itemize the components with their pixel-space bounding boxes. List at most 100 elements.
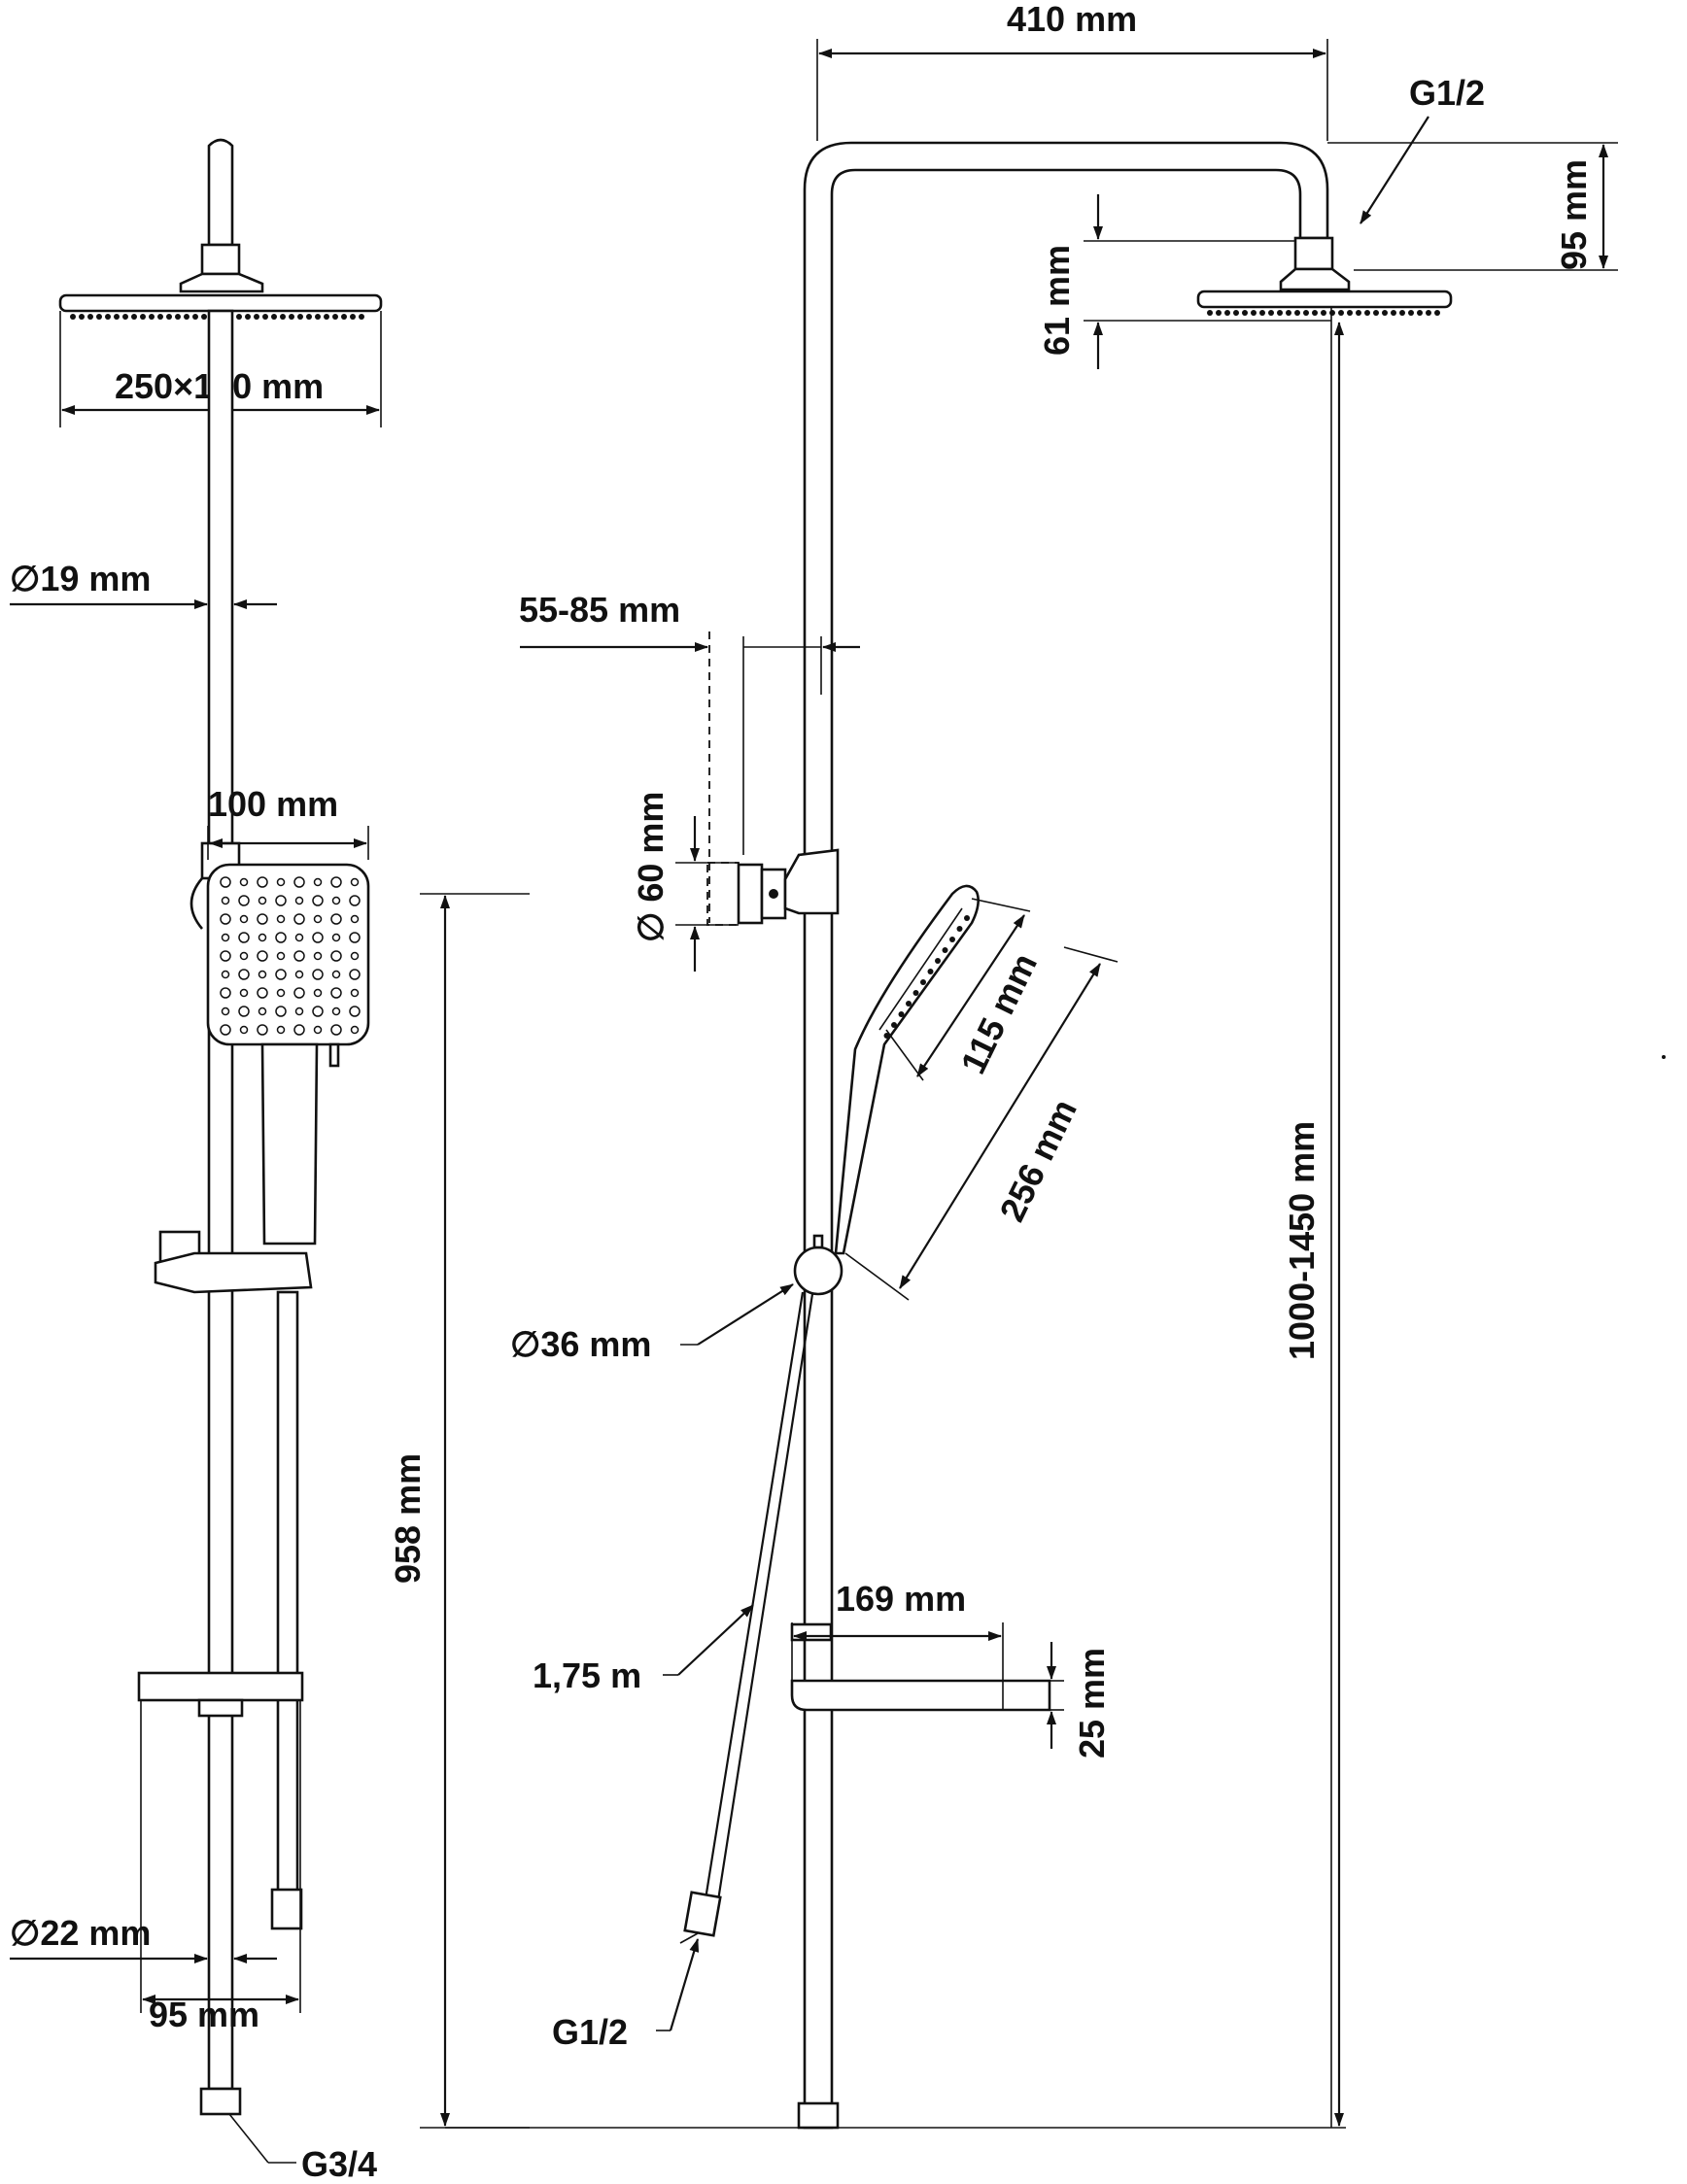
overall-width-label: 410 mm: [1007, 0, 1137, 39]
nozzle-dot: [315, 314, 321, 320]
nozzle-dot: [1347, 310, 1353, 316]
hand-nozzle: [294, 1007, 304, 1016]
nozzle-dot: [149, 314, 155, 320]
rail-diameter-label: ∅19 mm: [10, 559, 151, 598]
hand-nozzle: [238, 895, 250, 906]
side-view: 410 mm G1/2 95 mm 61 mm 1000-1450 mm 55-…: [445, 0, 1618, 2130]
hand-nozzle: [221, 1007, 230, 1016]
pipe-diameter-label: ∅22 mm: [10, 1913, 151, 1953]
hand-width-label: 100 mm: [208, 784, 338, 824]
nozzle-dot: [175, 314, 181, 320]
nozzle-dot: [96, 314, 102, 320]
hand-nozzle: [258, 970, 267, 979]
nozzle-dot: [1338, 310, 1344, 316]
nozzle-dot: [262, 314, 268, 320]
front-shelf: [137, 1671, 304, 1702]
nozzle-dot: [359, 314, 364, 320]
wall-bracket-base: [706, 862, 740, 926]
hand-nozzle: [258, 896, 267, 905]
nozzle-dot: [297, 314, 303, 320]
side-hand-nozzle: [956, 926, 963, 932]
nozzle-dot: [1373, 310, 1379, 316]
bottom-connection-label: G3/4: [301, 2144, 377, 2184]
hand-nozzle: [238, 969, 250, 980]
hand-nozzle: [220, 950, 231, 962]
front-slider: [154, 1251, 313, 1294]
nozzle-dot: [1321, 310, 1326, 316]
nozzle-dot: [236, 314, 242, 320]
side-diverter-knob: [793, 1246, 844, 1296]
nozzle-dot: [1391, 310, 1396, 316]
front-nut: [200, 243, 241, 276]
hand-nozzle: [349, 895, 361, 906]
nozzle-dot: [1434, 310, 1440, 316]
side-top-nut: [1293, 236, 1334, 271]
hand-nozzle: [350, 951, 360, 961]
shelf-width-label: 95 mm: [149, 1995, 259, 2034]
side-hand-nozzle: [883, 1033, 890, 1039]
hand-nozzle: [330, 950, 342, 962]
nozzle-dot: [1364, 310, 1370, 316]
hand-nozzle: [257, 950, 268, 962]
hand-nozzle: [257, 987, 268, 999]
nozzle-dot: [192, 314, 198, 320]
side-riser-and-arm: [803, 141, 1329, 2130]
nozzle-dot: [1268, 310, 1274, 316]
front-bottom-fitting: [199, 2087, 242, 2116]
hose-length-label: 1,75 m: [533, 1655, 641, 1695]
front-rail: [207, 309, 234, 2091]
nozzle-dot: [1277, 310, 1283, 316]
hand-nozzle: [330, 987, 342, 999]
nozzle-dot: [1399, 310, 1405, 316]
hand-nozzle: [331, 896, 341, 905]
nozzle-dot: [184, 314, 189, 320]
front-hand-shower-nozzles: [220, 876, 361, 1036]
nozzle-dot: [1408, 310, 1414, 316]
hand-nozzle: [221, 896, 230, 905]
hand-nozzle: [220, 987, 231, 999]
nozzle-dot: [114, 314, 120, 320]
side-hand-nozzle: [920, 979, 926, 985]
nozzle-dot: [332, 314, 338, 320]
hand-nozzle: [239, 1025, 249, 1035]
hand-nozzle: [350, 1025, 360, 1035]
hand-nozzle: [220, 1024, 231, 1036]
hand-nozzle: [276, 877, 286, 887]
nozzle-dot: [201, 314, 207, 320]
nozzle-dot: [1417, 310, 1423, 316]
height-range-label: 1000-1450 mm: [1282, 1121, 1322, 1360]
rail-height-label: 958 mm: [388, 1453, 428, 1584]
hand-nozzle: [257, 913, 268, 925]
nozzle-dot: [324, 314, 329, 320]
side-rain-head-nozzles: [1207, 310, 1440, 316]
hand-nozzle: [312, 969, 324, 980]
hand-nozzle: [313, 914, 323, 924]
nozzle-dot: [79, 314, 85, 320]
hand-nozzle: [276, 951, 286, 961]
nozzle-dot: [245, 314, 251, 320]
nozzle-dot: [271, 314, 277, 320]
front-head-mount: [179, 272, 264, 293]
front-top-nozzle: [207, 138, 234, 247]
hand-nozzle: [257, 1024, 268, 1036]
hand-nozzle: [293, 987, 305, 999]
nozzle-dot: [1356, 310, 1361, 316]
hand-nozzle: [312, 895, 324, 906]
shelf-height-label: 25 mm: [1072, 1648, 1112, 1758]
shelf-depth-label: 169 mm: [836, 1579, 966, 1619]
nozzle-dot: [1382, 310, 1388, 316]
hand-nozzle: [294, 933, 304, 942]
nozzle-dot: [1233, 310, 1239, 316]
wall-bracket-clamp: [783, 848, 840, 915]
hand-nozzle: [220, 913, 231, 925]
hand-nozzle: [276, 1025, 286, 1035]
hand-nozzle: [349, 969, 361, 980]
nozzle-dot: [1207, 310, 1213, 316]
side-shelf: [790, 1679, 1051, 1712]
hand-nozzle: [258, 1007, 267, 1016]
front-view: 250×190 mm ∅19 mm 100 mm 95 mm: [10, 138, 530, 2184]
hand-nozzle: [294, 970, 304, 979]
hand-nozzle: [313, 988, 323, 998]
head-offset-label: 61 mm: [1037, 245, 1077, 356]
